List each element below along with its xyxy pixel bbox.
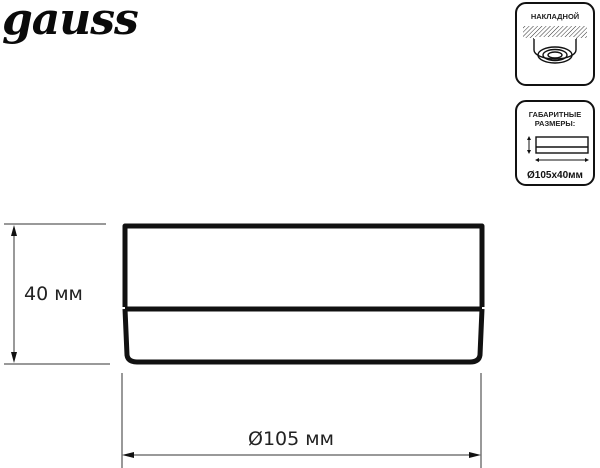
dimensions-title-line2: РАЗМЕРЫ: — [534, 119, 576, 128]
dimensions-title: ГАБАРИТНЫЕ РАЗМЕРЫ: — [517, 110, 593, 128]
width-arrow-right — [469, 452, 481, 458]
width-label: Ø105 мм — [248, 428, 334, 450]
mount-type-title: НАКЛАДНОЙ — [530, 12, 580, 21]
width-arrow-left — [122, 452, 134, 458]
height-arrow-down — [11, 352, 17, 363]
height-label: 40 мм — [24, 283, 83, 305]
dimensions-title-line1: ГАБАРИТНЫЕ — [528, 110, 582, 119]
height-arrow-up — [11, 225, 17, 236]
dimensions-badge: ГАБАРИТНЫЕ РАЗМЕРЫ: Ø105x40мм — [515, 100, 595, 186]
luminaire-outline — [122, 223, 485, 365]
dimension-box-icon — [527, 136, 589, 162]
brand-logo: gauss — [2, 0, 139, 45]
dimensions-value: Ø105x40мм — [527, 170, 583, 181]
mount-type-badge: НАКЛАДНОЙ — [515, 2, 595, 86]
surface-mount-ceiling-icon — [523, 26, 587, 64]
